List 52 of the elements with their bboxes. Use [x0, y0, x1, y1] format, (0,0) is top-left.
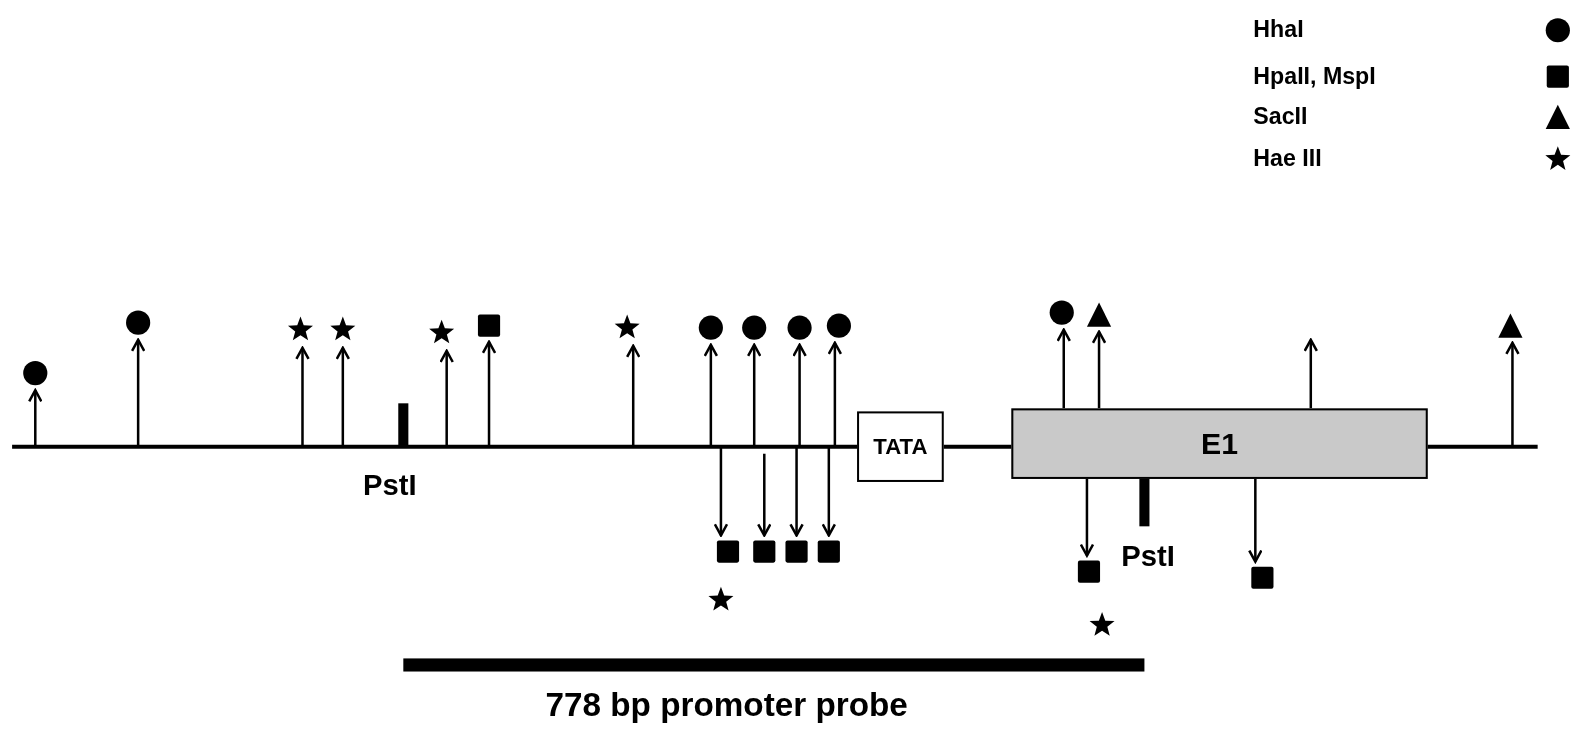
asterisk-site-symbol — [329, 316, 356, 343]
asterisk-site-symbol — [614, 314, 641, 341]
arrow — [789, 446, 804, 537]
arrow — [703, 343, 719, 447]
asterisk-site-symbol — [1088, 612, 1116, 639]
arrow — [757, 453, 772, 537]
triangle-site-symbol — [1498, 313, 1523, 338]
arrow — [28, 388, 43, 447]
circle-site-symbol — [126, 310, 151, 335]
legend-text: Hae III — [1253, 145, 1322, 173]
arrow — [1056, 328, 1072, 409]
arrow — [746, 343, 762, 447]
arrow — [295, 346, 310, 447]
square-site-symbol — [817, 540, 840, 563]
arrow — [792, 343, 807, 447]
arrow — [625, 344, 641, 447]
arrow — [1091, 330, 1107, 409]
legend-text: HhaI — [1253, 16, 1304, 44]
square-site-symbol — [785, 540, 808, 563]
triangle-site-symbol — [1086, 302, 1112, 327]
arrow — [1303, 338, 1319, 409]
square-site-symbol — [716, 540, 740, 563]
arrow — [821, 446, 837, 537]
circle-site-symbol — [23, 360, 48, 386]
exon-box: E1 — [1011, 408, 1428, 479]
arrow — [481, 340, 497, 447]
asterisk-site-symbol — [428, 319, 455, 346]
arrow — [827, 341, 843, 447]
promoter-element-box: TATA — [857, 411, 944, 482]
probe-label: 778 bp promoter probe — [545, 685, 908, 724]
circle-site-symbol — [1049, 300, 1074, 325]
circle-site-symbol — [742, 315, 767, 340]
circle-site-symbol — [826, 313, 851, 338]
probe-bar — [403, 658, 1145, 672]
arrow — [1248, 478, 1263, 563]
square-site-symbol — [1251, 566, 1274, 589]
arrow — [130, 338, 146, 447]
arrow — [1505, 341, 1520, 447]
arrow — [335, 346, 351, 447]
arrow — [1079, 478, 1095, 557]
square-site-symbol — [753, 540, 776, 563]
asterisk-site-symbol — [287, 316, 314, 343]
legend-text: SacII — [1253, 102, 1308, 131]
site-label: PstI — [363, 468, 417, 503]
circle-site-symbol — [698, 315, 723, 340]
square-site-symbol — [477, 314, 501, 337]
arrow — [713, 446, 729, 537]
circle-site-symbol — [787, 315, 812, 340]
legend-text: HpaII, MspI — [1253, 62, 1376, 90]
square-site-symbol — [1077, 560, 1101, 583]
site-label: PstI — [1121, 539, 1175, 573]
arrow — [439, 349, 454, 447]
